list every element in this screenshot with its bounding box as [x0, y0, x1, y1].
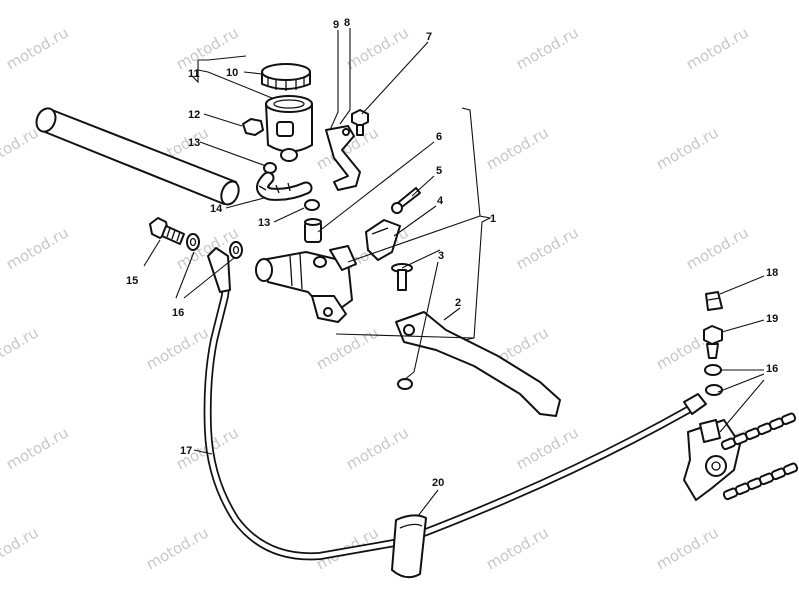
watermark-text: motod.ru — [343, 423, 412, 473]
watermark-text: motod.ru — [343, 23, 412, 73]
chain-link — [782, 462, 799, 476]
callout-11: 11 — [188, 68, 200, 80]
watermark-text: motod.ru — [3, 223, 72, 273]
callout-1: 1 — [490, 213, 496, 225]
hose-clip — [391, 514, 427, 579]
fluid-reservoir — [265, 95, 313, 162]
lever-pivot-nut — [397, 378, 413, 390]
watermark-text: motod.ru — [513, 223, 582, 273]
callout-3: 3 — [438, 250, 444, 262]
watermark-text: motod.ru — [0, 323, 42, 373]
hose-clamp-lower — [304, 199, 320, 211]
reservoir-bracket — [325, 125, 361, 191]
watermark-text: motod.ru — [143, 523, 212, 573]
watermark-text: motod.ru — [313, 323, 382, 373]
callout-16-upper: 16 — [172, 307, 184, 319]
callout-2: 2 — [455, 297, 461, 309]
callout-18: 18 — [766, 267, 778, 279]
watermark-text: motod.ru — [683, 23, 752, 73]
leader-lines — [143, 28, 765, 517]
watermark-text: motod.ru — [683, 223, 752, 273]
watermark-layer: motod.ru motod.ru motod.ru motod.ru motod.ru… — [0, 23, 752, 573]
clutch-lever — [395, 311, 561, 417]
watermark-text: motod.ru — [653, 123, 722, 173]
clutch-hose — [203, 247, 707, 561]
watermark-text: motod.ru — [3, 23, 72, 73]
callout-14: 14 — [210, 203, 223, 215]
callout-7: 7 — [426, 31, 432, 43]
watermark-text: motod.ru — [173, 23, 242, 73]
callout-17: 17 — [180, 445, 192, 457]
drive-chain — [720, 412, 799, 501]
callout-4: 4 — [437, 195, 444, 207]
callout-19: 19 — [766, 313, 778, 325]
watermark-text: motod.ru — [483, 123, 552, 173]
clamp-screw — [391, 187, 421, 214]
callout-13-lower: 13 — [258, 217, 270, 229]
callout-labels: 1 2 3 4 5 6 7 8 9 10 11 12 13 13 14 15 1… — [126, 17, 778, 489]
callout-13-upper: 13 — [188, 137, 200, 149]
reservoir-nut — [242, 118, 264, 136]
callout-6: 6 — [436, 131, 442, 143]
callout-12: 12 — [188, 109, 200, 121]
master-cylinder-body — [255, 245, 357, 323]
handlebar-clamp — [365, 219, 401, 261]
watermark-text: motod.ru — [143, 323, 212, 373]
handlebar-tube — [35, 107, 240, 206]
sealing-washers-lower — [704, 364, 723, 396]
watermark-text: motod.ru — [483, 523, 552, 573]
chain-link — [780, 412, 797, 426]
callout-8: 8 — [344, 17, 350, 29]
watermark-text: motod.ru — [0, 123, 42, 173]
sealing-washers-upper — [186, 233, 243, 259]
callout-20: 20 — [432, 477, 444, 489]
banjo-bolt — [149, 217, 185, 245]
bleed-valve-cap — [703, 325, 723, 359]
watermark-text: motod.ru — [3, 423, 72, 473]
bleed-valve — [705, 291, 723, 311]
hose-fitting — [304, 218, 322, 243]
callout-5: 5 — [436, 165, 442, 177]
watermark-text: motod.ru — [0, 523, 42, 573]
callout-10: 10 — [226, 67, 238, 79]
bracket-bolt — [351, 109, 369, 136]
reservoir-hose — [256, 171, 313, 201]
hose-clamp-upper — [263, 162, 277, 174]
reservoir-cap — [261, 63, 311, 91]
callout-15: 15 — [126, 275, 138, 287]
callout-16-lower: 16 — [766, 363, 778, 375]
callout-9: 9 — [333, 19, 339, 31]
watermark-text: motod.ru — [653, 523, 722, 573]
watermark-text: motod.ru — [513, 23, 582, 73]
